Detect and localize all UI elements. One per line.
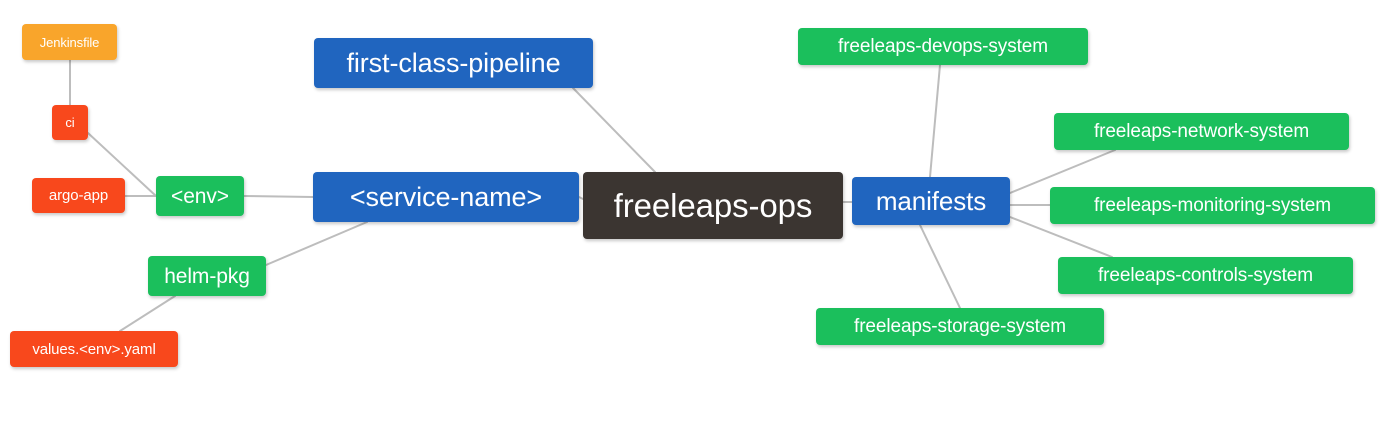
node-helm-pkg[interactable]: helm-pkg <box>148 256 266 296</box>
node-values-yaml[interactable]: values.<env>.yaml <box>10 331 178 367</box>
edge-helm-pkg-to-service-name <box>265 221 368 266</box>
node-network-system[interactable]: freeleaps-network-system <box>1054 113 1349 150</box>
edge-values-yaml-to-helm-pkg <box>119 295 176 332</box>
node-first-class-pipeline[interactable]: first-class-pipeline <box>314 38 593 88</box>
edge-env-to-service-name <box>243 195 314 198</box>
node-argo-app[interactable]: argo-app <box>32 178 125 213</box>
node-manifests[interactable]: manifests <box>852 177 1010 225</box>
edge-first-class-pipeline-to-freeleaps-ops <box>572 87 656 173</box>
node-storage-system[interactable]: freeleaps-storage-system <box>816 308 1104 345</box>
edge-manifests-to-storage-system <box>919 224 961 309</box>
node-devops-system[interactable]: freeleaps-devops-system <box>798 28 1088 65</box>
node-ci[interactable]: ci <box>52 105 88 140</box>
edge-manifests-to-devops-system <box>929 64 941 178</box>
node-monitoring-system[interactable]: freeleaps-monitoring-system <box>1050 187 1375 224</box>
node-jenkinsfile[interactable]: Jenkinsfile <box>22 24 117 60</box>
node-env[interactable]: <env> <box>156 176 244 216</box>
node-service-name[interactable]: <service-name> <box>313 172 579 222</box>
node-controls-system[interactable]: freeleaps-controls-system <box>1058 257 1353 294</box>
node-freeleaps-ops[interactable]: freeleaps-ops <box>583 172 843 239</box>
